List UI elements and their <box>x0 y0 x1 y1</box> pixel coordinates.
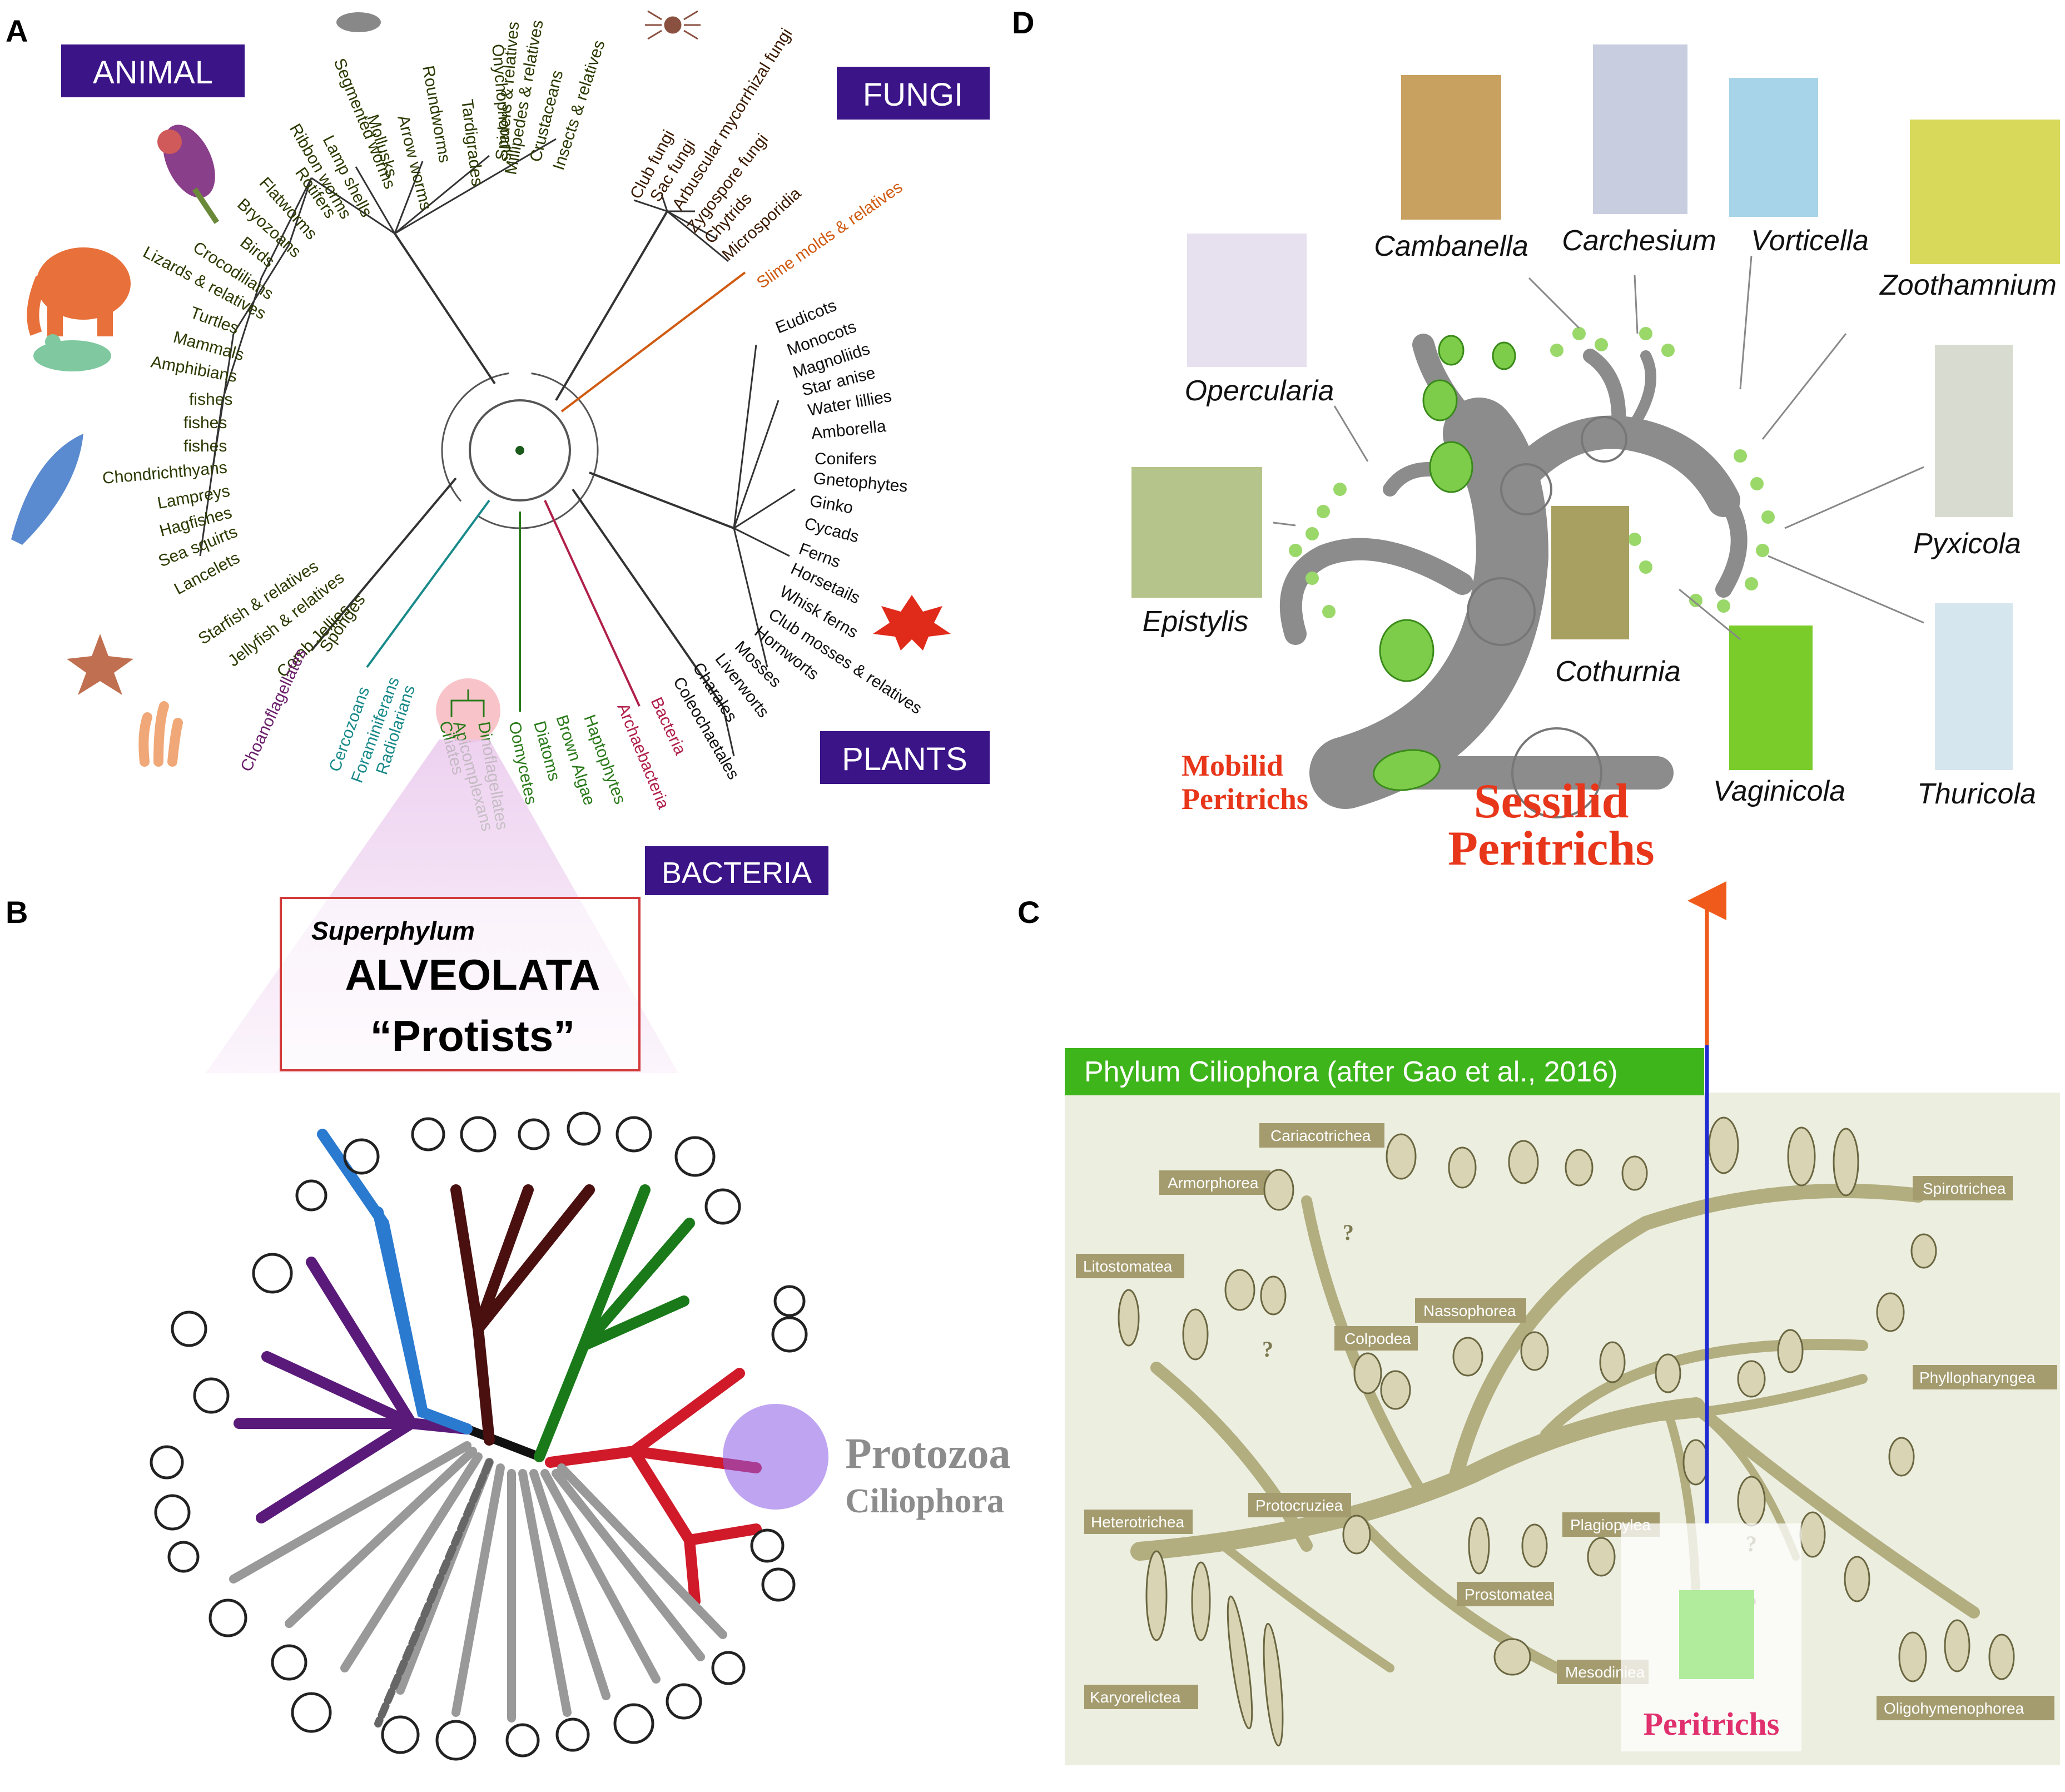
panel-b-alveolata: Superphylum ALVEOLATA “Protists” <box>150 739 1010 1761</box>
genus-label-zoothamnium: Zoothamnium <box>1879 269 2057 301</box>
photo-carchesium <box>1593 44 1687 214</box>
panel-label-b: B <box>6 895 28 930</box>
class-label: Litostomatea <box>1083 1258 1173 1275</box>
organism-sketches <box>150 1111 808 1761</box>
question-mark: ? <box>1262 1337 1273 1362</box>
panel-c-ciliophora: Phylum Ciliophora (after Gao et al., 201… <box>1065 881 2060 1765</box>
dolphin-icon <box>11 434 83 545</box>
photo-opercularia <box>1187 234 1307 367</box>
taxon-label: Tardigrades <box>458 98 487 187</box>
hedgehog-icon <box>336 12 381 32</box>
photo-vorticella <box>1729 78 1818 217</box>
alveolata-label: ALVEOLATA <box>345 950 600 999</box>
superphylum-label: Superphylum <box>311 916 475 945</box>
photo-cambanella <box>1401 75 1501 220</box>
parrot-icon <box>157 125 220 224</box>
spider-icon <box>645 10 701 40</box>
taxon-label: fishes <box>189 390 232 409</box>
taxon-label: Roundworms <box>419 64 454 164</box>
taxon-label: fishes <box>183 414 227 432</box>
genus-label-thuricola: Thuricola <box>1917 778 2036 810</box>
genus-label-vorticella: Vorticella <box>1751 225 1869 257</box>
taxon-label: Cycads <box>802 514 861 547</box>
small-leaf-clusters <box>1289 327 1775 618</box>
sessilid-label: Sessilid <box>1474 775 1629 828</box>
ciliophora-header: Phylum Ciliophora (after Gao et al., 201… <box>1084 1056 1618 1088</box>
panel-label-a: A <box>6 13 28 48</box>
panel-d-peritrichs: Cambanella Carchesium Vorticella Zootham… <box>1131 44 2060 876</box>
taxon-label: Arrow worms <box>394 113 435 212</box>
panel-label-d: D <box>1012 5 1034 40</box>
photo-thuricola <box>1935 603 2013 770</box>
genus-label-vaginicola: Vaginicola <box>1713 775 1845 807</box>
genus-label-epistylis: Epistylis <box>1143 605 1249 638</box>
taxon-label: Chondrichthyans <box>102 458 228 487</box>
class-label: Heterotrichea <box>1091 1513 1185 1531</box>
starfish-icon <box>67 634 133 695</box>
kingdom-box-plants <box>820 731 990 784</box>
class-label: Nassophorea <box>1423 1302 1516 1319</box>
genus-label-carchesium: Carchesium <box>1562 225 1716 257</box>
peritrichs-highlight <box>1679 1590 1754 1679</box>
taxon-label: fishes <box>183 437 227 455</box>
elephant-icon <box>27 247 131 336</box>
ciliophora-label: Ciliophora <box>845 1482 1004 1520</box>
peritrich-leaves <box>1373 335 1516 791</box>
kingdom-label-fungi: FUNGI <box>863 77 963 113</box>
alveolata-box <box>280 897 641 1071</box>
taxon-label: Ginko <box>808 492 855 517</box>
class-label: Oligohymenophorea <box>1884 1700 2024 1717</box>
ciliophora-highlight <box>723 1404 828 1510</box>
photo-cothurnia <box>1551 506 1629 639</box>
genus-label-cothurnia: Cothurnia <box>1555 656 1680 688</box>
class-label: Prostomatea <box>1465 1586 1553 1603</box>
mobilid-label: Mobilid <box>1182 749 1283 782</box>
coral-icon <box>138 701 183 767</box>
kingdom-label-animal: ANIMAL <box>93 54 213 91</box>
class-label: Colpodea <box>1344 1330 1411 1347</box>
taxon-label: Conifers <box>815 450 877 468</box>
class-label: Karyorelictea <box>1090 1689 1181 1706</box>
photo-epistylis <box>1131 467 1262 598</box>
eukaryote-tree <box>229 1129 762 1728</box>
protozoa-label: Protozoa <box>845 1429 1010 1477</box>
taxon-label: Slime molds & relatives <box>753 178 906 292</box>
protists-label: “Protists” <box>370 1011 575 1060</box>
class-label: Spirotrichea <box>1923 1180 2006 1197</box>
taxon-label: Amborella <box>810 417 887 443</box>
mobilid-peritrichs-label: Peritrichs <box>1182 782 1308 816</box>
genus-label-cambanella: Cambanella <box>1374 230 1528 262</box>
kingdom-label-plants: PLANTS <box>842 741 967 777</box>
question-mark: ? <box>1343 1220 1354 1245</box>
sessilid-peritrichs-label: Peritrichs <box>1448 822 1654 876</box>
alveolata-highlight <box>436 678 500 743</box>
class-label: Cariacotrichea <box>1270 1127 1371 1144</box>
peritrichs-label: Peritrichs <box>1644 1706 1780 1742</box>
genus-label-opercularia: Opercularia <box>1185 375 1334 407</box>
panel-label-c: C <box>1017 895 1040 930</box>
maple-leaf-icon <box>873 595 951 651</box>
ciliate-sketches <box>1118 1116 2015 1747</box>
photo-pyxicola <box>1935 345 2013 517</box>
kingdom-box-fungi <box>837 67 990 120</box>
class-label: Armorphorea <box>1168 1174 1259 1192</box>
taxon-label: Choanoflagellates <box>237 646 310 775</box>
kingdom-label-bacteria: BACTERIA <box>662 856 812 890</box>
taxon-label: Gnetophytes <box>812 469 908 496</box>
photo-vaginicola <box>1729 626 1813 770</box>
frog-icon <box>33 334 111 371</box>
animal-silhouettes <box>11 10 951 767</box>
ciliophora-header-bar <box>1065 1048 1704 1095</box>
class-label: Protocruziea <box>1255 1497 1343 1514</box>
class-label: Phyllopharyngea <box>1919 1369 2036 1386</box>
genus-label-pyxicola: Pyxicola <box>1913 528 2021 560</box>
kingdom-box-animal <box>61 44 245 97</box>
kingdom-box-bacteria <box>645 846 828 895</box>
photo-zoothamnium <box>1910 120 2060 264</box>
